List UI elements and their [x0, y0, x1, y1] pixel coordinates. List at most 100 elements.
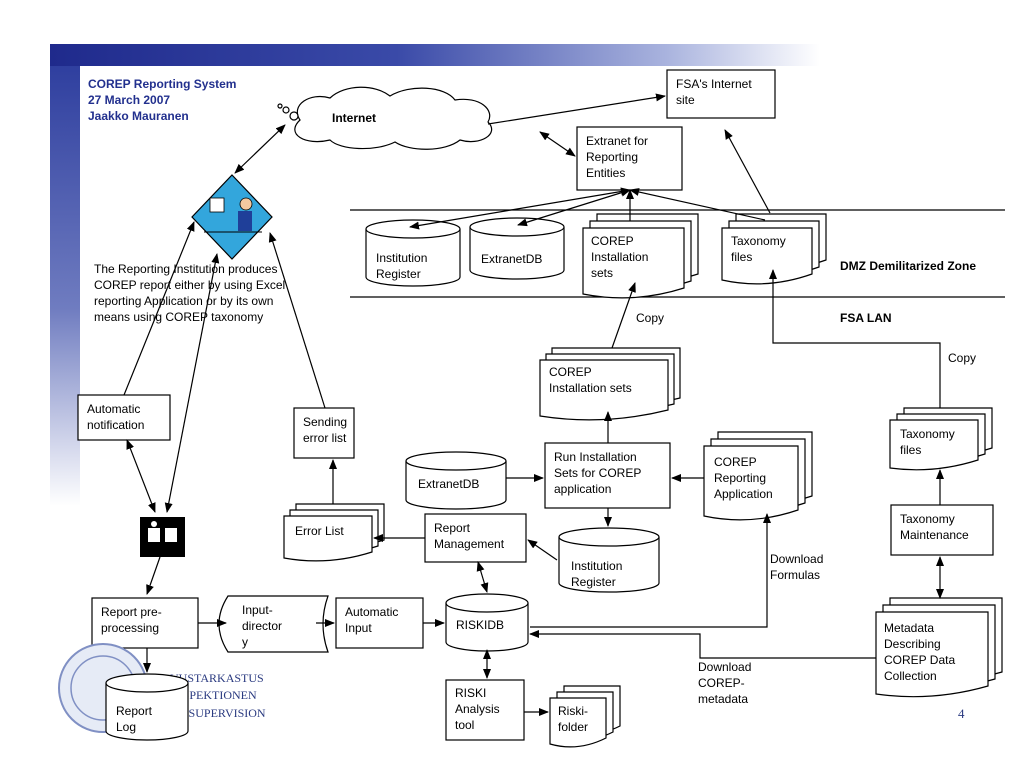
svg-text:ExtranetDB: ExtranetDB: [418, 477, 479, 491]
svg-text:site: site: [676, 93, 695, 107]
svg-text:VUSTARKASTUS: VUSTARKASTUS: [170, 671, 264, 685]
header-author: Jaakko Mauranen: [88, 109, 189, 123]
riski-analysis-tool-box: RISKI Analysis tool: [445, 679, 525, 741]
report-log: Report Log: [105, 673, 189, 741]
svg-text:reporting Application or by it: reporting Application or by its own: [94, 294, 273, 308]
metadata-describing: Metadata Describing COREP Data Collectio…: [875, 597, 1003, 698]
corep-installation-sets-dmz: COREP Installation sets: [582, 213, 699, 299]
svg-text:Reporting: Reporting: [714, 471, 766, 485]
report-preprocessing-box: Report pre- processing: [91, 597, 199, 649]
svg-text:Error List: Error List: [295, 524, 344, 538]
svg-text:Maintenance: Maintenance: [900, 528, 969, 542]
run-installation-sets-box: Run Installation Sets for COREP applicat…: [544, 442, 671, 509]
svg-text:Report: Report: [434, 521, 471, 535]
corep-reporting-application: COREP Reporting Application: [703, 431, 813, 521]
svg-text:COREP-: COREP-: [698, 676, 745, 690]
svg-text:ExtranetDB: ExtranetDB: [481, 252, 542, 266]
extranet-box: Extranet for Reporting Entities: [576, 126, 683, 191]
reporting-institution-icon: [191, 174, 273, 260]
taxonomy-files-dmz: Taxonomy files: [721, 213, 827, 285]
svg-text:Analysis: Analysis: [455, 702, 500, 716]
svg-text:means using COREP taxonomy: means using COREP taxonomy: [94, 310, 263, 324]
riski-folder: Riski- folder: [549, 685, 621, 748]
fsa-internet-site-box: FSA's Internet site: [666, 69, 776, 119]
title-band: [50, 44, 820, 66]
svg-text:Installation: Installation: [591, 250, 648, 264]
svg-text:Management: Management: [434, 537, 505, 551]
download-formulas-label: Download Formulas: [770, 552, 823, 582]
svg-text:INSPEKTIONEN: INSPEKTIONEN: [170, 688, 257, 702]
svg-text:RISKI: RISKI: [455, 686, 486, 700]
svg-text:director: director: [242, 619, 282, 633]
svg-text:Extranet for: Extranet for: [586, 134, 648, 148]
svg-text:processing: processing: [101, 621, 159, 635]
svg-text:AL SUPERVISION: AL SUPERVISION: [170, 706, 266, 720]
svg-text:Sets for COREP: Sets for COREP: [554, 466, 641, 480]
header-title: COREP Reporting System: [88, 77, 236, 91]
svg-text:Automatic: Automatic: [87, 402, 140, 416]
svg-text:Collection: Collection: [884, 669, 937, 683]
svg-text:Report pre-: Report pre-: [101, 605, 162, 619]
input-directory: Input- director y: [218, 595, 329, 653]
svg-text:FSA's Internet: FSA's Internet: [676, 77, 752, 91]
header-date: 27 March 2007: [88, 93, 170, 107]
dmz-label: DMZ Demilitarized Zone: [840, 259, 976, 273]
svg-text:Riski-: Riski-: [558, 704, 588, 718]
svg-text:Metadata: Metadata: [884, 621, 934, 635]
svg-text:application: application: [554, 482, 611, 496]
svg-text:Report: Report: [116, 704, 153, 718]
svg-text:error list: error list: [303, 431, 347, 445]
error-list: Error List: [283, 503, 385, 562]
svg-text:Register: Register: [571, 575, 616, 589]
side-band: [50, 66, 80, 506]
svg-text:tool: tool: [455, 718, 474, 732]
svg-text:RISKIDB: RISKIDB: [456, 618, 504, 632]
extranetdb-dmz: ExtranetDB: [469, 217, 565, 280]
institution-register-dmz: Institution Register: [365, 219, 461, 287]
svg-text:COREP report either by using E: COREP report either by using Excel: [94, 278, 285, 292]
svg-text:Installation sets: Installation sets: [549, 381, 632, 395]
internet-label: Internet: [332, 111, 376, 125]
svg-text:sets: sets: [591, 266, 613, 280]
svg-text:Entities: Entities: [586, 166, 625, 180]
page-number: 4: [958, 706, 965, 721]
extranetdb-lan: ExtranetDB: [405, 451, 507, 510]
svg-text:Download: Download: [698, 660, 751, 674]
svg-text:Sending: Sending: [303, 415, 347, 429]
svg-text:files: files: [731, 250, 752, 264]
svg-text:Download: Download: [770, 552, 823, 566]
svg-text:Register: Register: [376, 267, 421, 281]
svg-text:COREP Data: COREP Data: [884, 653, 955, 667]
institution-register-lan: Institution Register: [558, 527, 660, 593]
svg-text:folder: folder: [558, 720, 588, 734]
automatic-input-box: Automatic Input: [335, 597, 424, 649]
svg-text:Describing: Describing: [884, 637, 941, 651]
report-management-box: Report Management: [424, 513, 527, 563]
svg-text:Taxonomy: Taxonomy: [900, 427, 955, 441]
svg-text:Institution: Institution: [571, 559, 622, 573]
riskidb: RISKIDB: [445, 593, 529, 652]
corep-installation-sets-lan: COREP Installation sets: [539, 347, 681, 421]
download-metadata-label: Download COREP- metadata: [698, 660, 751, 706]
lan-label: FSA LAN: [840, 311, 892, 325]
svg-text:Automatic: Automatic: [345, 605, 398, 619]
svg-text:Log: Log: [116, 720, 136, 734]
svg-text:COREP: COREP: [591, 234, 634, 248]
svg-text:Taxonomy: Taxonomy: [900, 512, 955, 526]
svg-text:metadata: metadata: [698, 692, 748, 706]
svg-text:Formulas: Formulas: [770, 568, 820, 582]
svg-text:Input: Input: [345, 621, 372, 635]
svg-text:Taxonomy: Taxonomy: [731, 234, 786, 248]
svg-text:notification: notification: [87, 418, 144, 432]
svg-text:Run Installation: Run Installation: [554, 450, 637, 464]
svg-text:files: files: [900, 443, 921, 457]
svg-text:y: y: [242, 635, 248, 649]
mailbox-icon: [140, 517, 185, 557]
svg-text:COREP: COREP: [714, 455, 757, 469]
taxonomy-maintenance-box: Taxonomy Maintenance: [890, 504, 994, 556]
copy-label-2: Copy: [948, 351, 976, 365]
internet-cloud: Internet: [277, 86, 493, 150]
sending-error-list-box: Sending error list: [293, 407, 355, 459]
svg-text:Institution: Institution: [376, 251, 427, 265]
